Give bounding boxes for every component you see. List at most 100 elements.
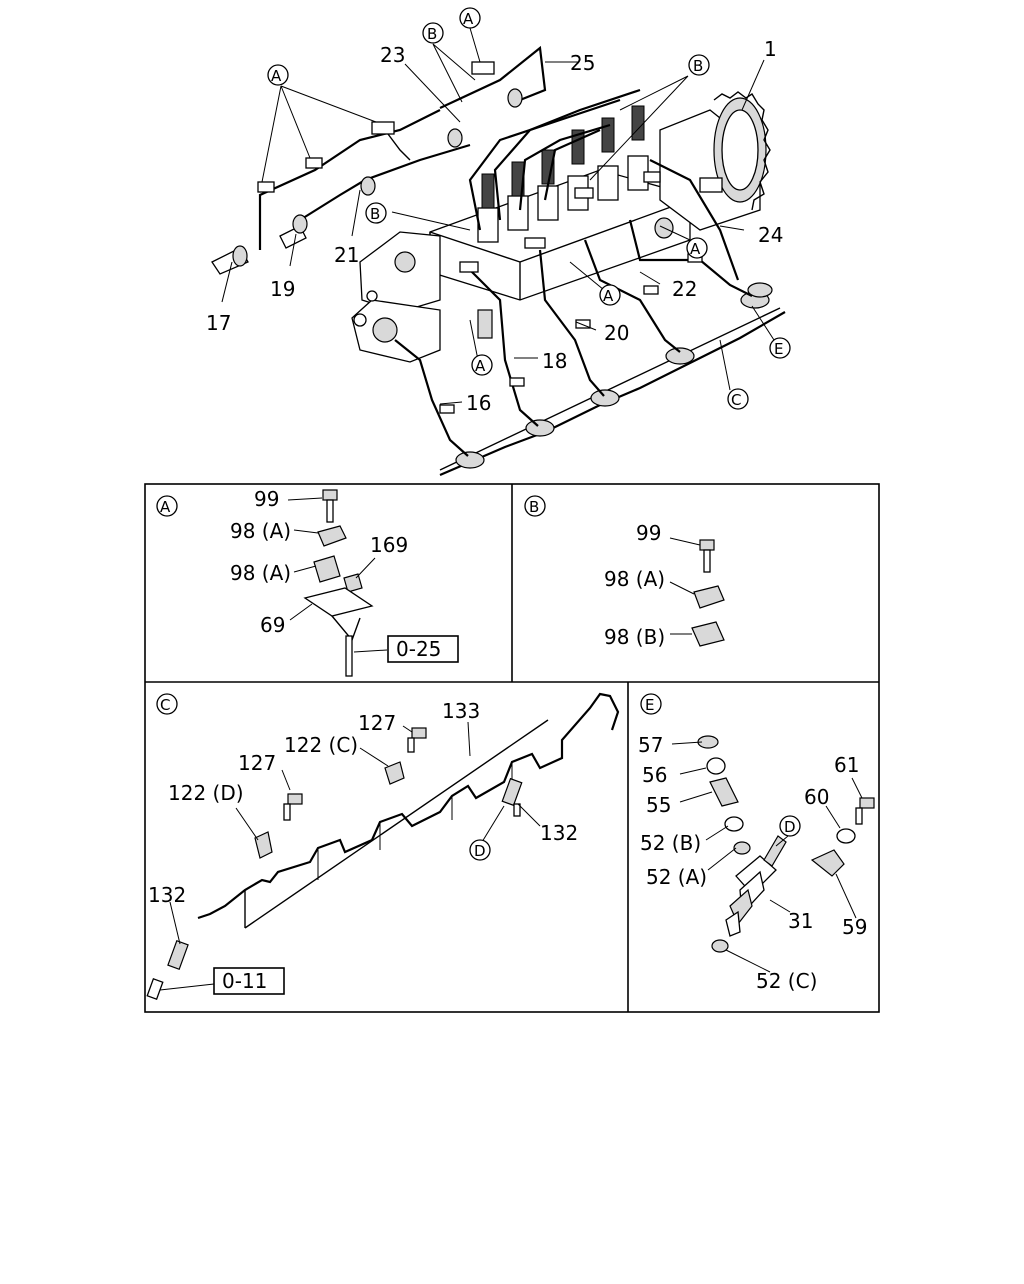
bolt-99-b xyxy=(699,539,715,573)
eye-bolt-132-left xyxy=(146,939,189,1001)
washer-52c xyxy=(711,939,729,953)
injector-31 xyxy=(725,835,787,937)
label-31: 31 xyxy=(788,909,813,933)
label-127-lower: 127 xyxy=(238,751,276,775)
svg-text:B: B xyxy=(370,205,380,223)
svg-text:A: A xyxy=(463,10,474,28)
label-52b: 52 (B) xyxy=(640,831,701,855)
clamp-98b xyxy=(691,621,725,647)
clamp-98a-upper xyxy=(317,525,347,547)
main-leader-lines xyxy=(221,27,775,405)
svg-text:B: B xyxy=(529,498,539,516)
label-98a-upper: 98 (A) xyxy=(230,519,291,543)
label-56: 56 xyxy=(642,763,667,787)
svg-text:B: B xyxy=(427,25,437,43)
injector-holders xyxy=(455,282,773,469)
label-55: 55 xyxy=(646,793,671,817)
svg-text:A: A xyxy=(690,240,701,258)
detail-panel-c: C xyxy=(146,692,620,1001)
svg-text:A: A xyxy=(160,498,171,516)
bolt-61 xyxy=(855,797,875,825)
bracket-69 xyxy=(303,587,374,617)
svg-text:B: B xyxy=(693,57,703,75)
bolt-99 xyxy=(322,489,338,523)
svg-text:E: E xyxy=(774,340,783,358)
ref-b-right: B xyxy=(688,54,710,76)
clip-122c xyxy=(384,761,405,785)
drive-gear-housing xyxy=(659,91,771,231)
label-52a: 52 (A) xyxy=(646,865,707,889)
svg-text:A: A xyxy=(475,357,486,375)
label-132-right: 132 xyxy=(540,821,578,845)
detail-panel-a: A 99 98 (A) 98 (A) 169 69 0-25 xyxy=(156,487,459,677)
fitting-55 xyxy=(709,777,739,807)
callout-19: 19 xyxy=(270,277,295,301)
ref-d-e: D xyxy=(779,815,801,837)
label-69: 69 xyxy=(260,613,285,637)
ref-a-right: A xyxy=(686,237,708,259)
washer-52a xyxy=(733,841,751,855)
detail-panels-frame xyxy=(144,483,880,1013)
callout-18: 18 xyxy=(542,349,567,373)
label-52c: 52 (C) xyxy=(756,969,817,993)
callout-23: 23 xyxy=(380,43,405,67)
bolt-127-upper xyxy=(407,727,427,753)
label-133: 133 xyxy=(442,699,480,723)
ref-box-0-25: 0-25 xyxy=(387,635,459,663)
clamp-59 xyxy=(810,849,845,877)
clip-122d xyxy=(254,831,273,859)
nut-169 xyxy=(343,573,363,593)
governor-housing xyxy=(351,231,493,363)
ref-a-left: A xyxy=(267,64,289,86)
svg-text:A: A xyxy=(271,67,282,85)
ref-box-0-11: 0-11 xyxy=(213,967,285,995)
label-99-b: 99 xyxy=(636,521,661,545)
svg-text:0-25: 0-25 xyxy=(396,637,441,661)
label-132-left: 132 xyxy=(148,883,186,907)
label-127-upper: 127 xyxy=(358,711,396,735)
label-61: 61 xyxy=(834,753,859,777)
label-122c: 122 (C) xyxy=(284,733,358,757)
washer-60 xyxy=(836,828,856,844)
ref-b-top-left: B xyxy=(422,22,444,44)
label-98b: 98 (B) xyxy=(604,625,665,649)
bolt-127-lower xyxy=(283,793,303,821)
main-callouts: 1 25 23 24 21 19 17 22 20 18 16 xyxy=(206,37,783,415)
washer-52b xyxy=(724,816,744,832)
label-59: 59 xyxy=(842,915,867,939)
label-169: 169 xyxy=(370,533,408,557)
label-57: 57 xyxy=(638,733,663,757)
panel-b-tag: B xyxy=(524,495,546,517)
callout-1: 1 xyxy=(764,37,777,61)
clamp-98a-lower xyxy=(313,555,341,583)
callout-22: 22 xyxy=(672,277,697,301)
callout-21: 21 xyxy=(334,243,359,267)
callout-20: 20 xyxy=(604,321,629,345)
seal-56 xyxy=(706,757,726,775)
callout-25: 25 xyxy=(570,51,595,75)
svg-text:C: C xyxy=(160,696,170,714)
ref-d-c: D xyxy=(469,839,491,861)
clamp-98a-b xyxy=(693,585,725,609)
panel-c-tag: C xyxy=(156,693,178,715)
ref-b-mid: B xyxy=(365,202,387,224)
label-98a-b: 98 (A) xyxy=(604,567,665,591)
injection-pump-assembly-drawing: 1 25 23 24 21 19 17 22 20 18 16 A B A B … xyxy=(206,7,791,477)
svg-text:E: E xyxy=(645,696,654,714)
svg-text:C: C xyxy=(731,391,741,409)
leak-off-pipe-133 xyxy=(197,692,620,920)
svg-text:0-11: 0-11 xyxy=(222,969,267,993)
callout-16: 16 xyxy=(466,391,491,415)
callout-17: 17 xyxy=(206,311,231,335)
panel-a-tag: A xyxy=(156,495,178,517)
ref-c: C xyxy=(727,388,749,410)
ref-a-bottom: A xyxy=(471,354,493,376)
return-pipe xyxy=(439,311,786,477)
ref-a-top: A xyxy=(459,7,481,29)
banjo-fittings xyxy=(211,88,674,275)
ref-e: E xyxy=(769,337,791,359)
eye-bolt-132-right xyxy=(501,777,523,817)
svg-text:A: A xyxy=(603,287,614,305)
